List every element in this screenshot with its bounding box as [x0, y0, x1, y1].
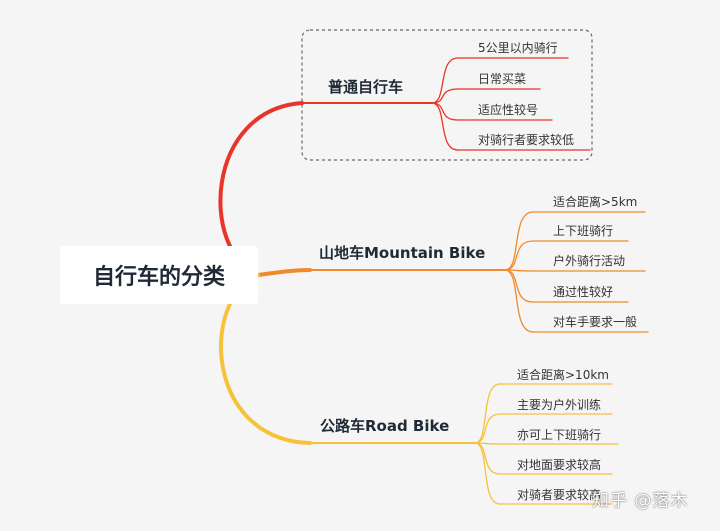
leaf-1-3[interactable]: 适应性较号: [478, 103, 539, 117]
leaf-3-5-connector: [474, 442, 613, 505]
leaf-1-4[interactable]: 对骑行者要求较低: [478, 133, 575, 147]
leaf-3-4[interactable]: 对地面要求较高: [517, 458, 602, 472]
leaf-1-1[interactable]: 5公里以内骑行: [478, 41, 558, 55]
leaf-3-1-connector: [474, 383, 613, 444]
leaf-3-3-connector: [474, 442, 619, 445]
root-node[interactable]: 自行车的分类: [60, 246, 258, 304]
leaf-3-5[interactable]: 对骑者要求较高: [517, 488, 602, 502]
leaf-2-2[interactable]: 上下班骑行: [553, 224, 614, 238]
group-frame: [301, 29, 593, 161]
watermark: 知乎 @落木: [592, 491, 689, 511]
leaf-2-3[interactable]: 户外骑行活动: [553, 254, 626, 268]
leaf-3-4-connector: [474, 442, 613, 475]
leaf-3-2-connector: [474, 413, 613, 444]
leaf-1-2[interactable]: 日常买菜: [478, 72, 527, 86]
leaf-2-1-connector: [504, 211, 646, 271]
leaf-1-2-connector: [431, 88, 541, 104]
leaf-2-5-connector: [504, 269, 649, 333]
branch-1-label[interactable]: 普通自行车: [328, 78, 404, 96]
root-label: 自行车的分类: [92, 265, 225, 290]
leaf-2-4-connector: [504, 269, 629, 303]
leaf-3-1[interactable]: 适合距离>10km: [517, 368, 609, 382]
branch-3-label[interactable]: 公路车Road Bike: [320, 417, 450, 435]
leaf-2-5[interactable]: 对车手要求一般: [553, 315, 638, 329]
branch-2-trunk: [256, 268, 312, 277]
leaf-3-2[interactable]: 主要为户外训练: [517, 398, 602, 412]
leaf-2-4[interactable]: 通过性较好: [553, 285, 614, 299]
leaf-3-3[interactable]: 亦可上下班骑行: [517, 428, 602, 442]
leaf-1-4-connector: [431, 102, 591, 151]
leaf-2-1[interactable]: 适合距离>5km: [553, 195, 638, 209]
branch-2-label[interactable]: 山地车Mountain Bike: [319, 244, 486, 262]
leaf-1-1-connector: [431, 57, 569, 104]
leaf-2-2-connector: [504, 240, 629, 271]
leaf-2-3-connector: [504, 269, 646, 272]
